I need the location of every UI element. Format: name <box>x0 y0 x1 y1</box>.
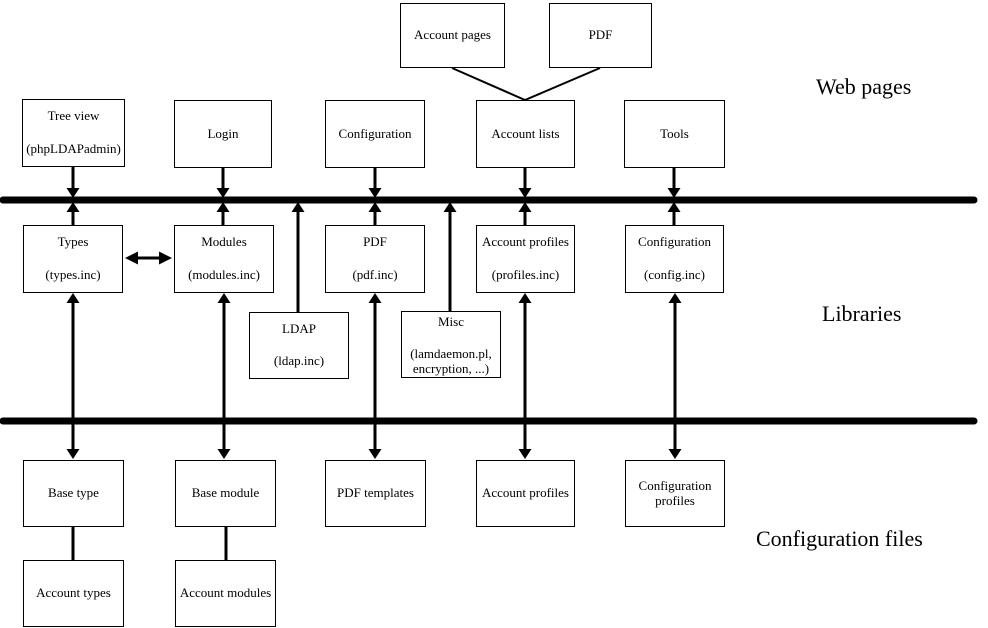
box-label: Modules <box>201 234 247 249</box>
ldap-misc-connectors <box>291 202 457 313</box>
box-label: Base type <box>48 485 99 501</box>
layer-label-configuration-files: Configuration files <box>756 526 923 551</box>
box-tools: Tools <box>624 100 725 168</box>
box-label: Tools <box>660 125 689 141</box>
box-label: LDAP <box>282 321 316 336</box>
box-pdf-templates: PDF templates <box>325 460 426 527</box>
box-account-modules: Account modules <box>175 560 276 627</box>
web-to-bus-connectors <box>66 167 681 227</box>
box-account-pages: Account pages <box>400 3 505 68</box>
box-label: Account pages <box>414 27 491 43</box>
box-label: Types <box>57 234 89 249</box>
box-configuration-profiles: Configuration profiles <box>625 460 725 527</box>
box-types-lib: Types (types.inc) <box>23 225 123 293</box>
box-ldap-lib: LDAP (ldap.inc) <box>249 312 349 379</box>
box-label: Tree view <box>47 108 100 123</box>
misc-detail-line2: encryption, ...) <box>412 360 490 376</box>
box-label: Misc <box>438 314 464 329</box>
box-sublabel: (modules.inc) <box>188 266 260 282</box>
box-login: Login <box>174 100 272 168</box>
box-configuration-page: Configuration <box>325 100 425 168</box>
box-base-type: Base type <box>23 460 124 527</box>
box-label: Base module <box>191 485 260 501</box>
box-sublabel: (pdf.inc) <box>352 266 398 282</box>
box-label: Configuration <box>638 478 712 494</box>
box-pdf-page: PDF <box>549 3 652 68</box>
box-sublabel: (lamdaemon.pl, encryption, ...) <box>402 347 500 376</box>
box-sublabel: (ldap.inc) <box>273 352 325 368</box>
types-modules-arrow <box>125 251 172 265</box>
box-label: PDF templates <box>337 485 414 501</box>
box-modules-lib: Modules (modules.inc) <box>174 225 274 293</box>
box-account-lists: Account lists <box>476 100 575 168</box>
box-account-profiles-lib: Account profiles (profiles.inc) <box>476 225 575 293</box>
box-account-profiles-file: Account profiles <box>476 460 575 527</box>
box-label: PDF <box>588 27 613 43</box>
box-label: Configuration <box>338 125 412 141</box>
box-misc-lib: Misc (lamdaemon.pl, encryption, ...) <box>401 311 501 378</box>
box-tree-view: Tree view (phpLDAPadmin) <box>22 99 125 167</box>
library-to-file-connectors <box>66 293 682 459</box>
bus-lines <box>0 196 978 425</box>
page-junction-lines <box>451 67 601 102</box>
box-sublabel: profiles <box>655 492 695 508</box>
box-configuration-lib: Configuration (config.inc) <box>625 225 724 293</box>
misc-detail-line1: (lamdaemon.pl, <box>410 346 492 362</box>
box-account-types: Account types <box>23 560 124 627</box>
base-to-account-links <box>71 527 228 561</box>
box-sublabel: (phpLDAPadmin) <box>26 140 121 156</box>
box-label: Account profiles <box>481 485 569 501</box>
box-label: Account profiles <box>481 234 569 249</box>
box-sublabel: (profiles.inc) <box>491 266 560 282</box>
layer-label-libraries: Libraries <box>822 301 902 326</box>
box-base-module: Base module <box>175 460 276 527</box>
box-label: PDF <box>363 234 387 249</box>
layer-label-web-pages: Web pages <box>816 74 912 99</box>
box-label: Account lists <box>491 125 560 141</box>
box-pdf-lib: PDF (pdf.inc) <box>325 225 425 293</box>
box-label: Configuration <box>638 234 711 249</box>
box-sublabel: (config.inc) <box>643 266 705 282</box>
box-label: Login <box>207 125 239 141</box>
box-label: Account modules <box>179 585 272 601</box>
box-sublabel: (types.inc) <box>45 266 101 282</box>
box-label: Account types <box>36 585 111 601</box>
